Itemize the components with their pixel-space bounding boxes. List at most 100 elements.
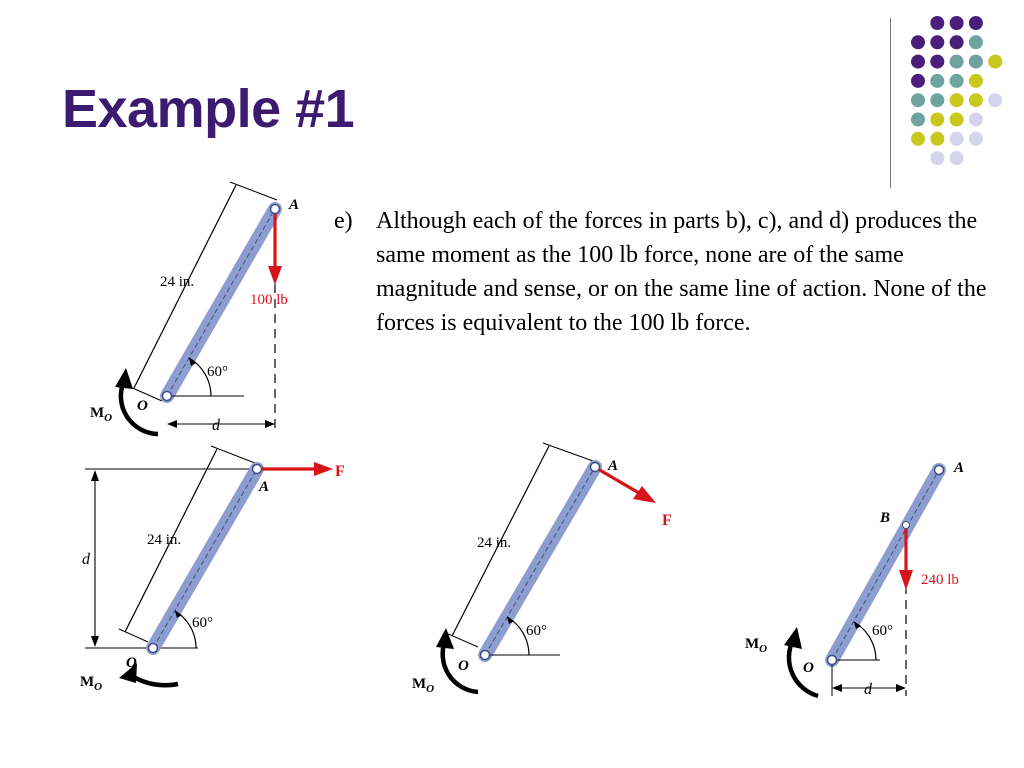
angle-arrowhead [507, 617, 514, 624]
decorative-dot [930, 131, 945, 146]
label-force: 100 lb [250, 292, 288, 308]
moment-arrow [118, 380, 159, 437]
label-point-a: A [953, 460, 964, 476]
pin-o [147, 642, 159, 654]
decorative-dot [968, 112, 983, 127]
force-arrowhead [268, 266, 282, 285]
decorative-dot [949, 54, 964, 69]
dim-line-24in [124, 448, 218, 633]
dim-extension [118, 628, 149, 643]
decorative-dot [949, 16, 964, 30]
decorative-dot [911, 35, 925, 50]
pin-a [933, 464, 945, 476]
label-moment: MO [80, 674, 102, 693]
decorative-dot [949, 35, 964, 50]
decorative-dot [949, 131, 964, 146]
label-point-o: O [137, 398, 148, 414]
label-distance: d [864, 681, 873, 698]
dim-extension [542, 442, 594, 462]
lever-centerline [831, 469, 940, 661]
label-point-a: A [288, 197, 299, 213]
label-point-o: O [803, 660, 814, 676]
lever-centerline [166, 208, 276, 397]
diagram-240lb-force: A B O 240 lb 60° d MO [745, 460, 964, 699]
decorative-dot [911, 73, 925, 88]
pin-a [251, 463, 263, 475]
item-label: e) [334, 208, 353, 234]
label-length: 24 in. [477, 535, 511, 551]
moment-arrowhead [436, 628, 454, 649]
vertical-divider [890, 18, 891, 188]
lever-centerline [484, 466, 596, 656]
decorative-dot [949, 151, 964, 166]
decorative-dot [988, 54, 1003, 69]
label-moment: MO [745, 636, 767, 655]
decorative-dot [949, 112, 964, 127]
decorative-dot [949, 93, 964, 108]
dim-line-24in [451, 445, 550, 637]
diagram-horizontal-force: A O F 24 in. 60° d MO [80, 445, 345, 693]
label-point-o: O [126, 655, 137, 671]
slide-title: Example #1 [62, 79, 355, 139]
decorative-dot [911, 131, 925, 146]
moment-arrowhead [784, 627, 802, 649]
dim-arrowhead [167, 420, 177, 428]
dim-arrowhead [91, 470, 99, 481]
label-point-a: A [607, 458, 618, 474]
dim-arrowhead [265, 420, 275, 428]
angle-arrowhead [189, 358, 196, 366]
decorative-dot-grid [911, 16, 1003, 166]
decorative-dot [930, 112, 945, 127]
angle-arrowhead [175, 611, 182, 618]
point-b-marker [902, 521, 910, 529]
decorative-dot [930, 16, 945, 30]
force-arrowhead [899, 570, 913, 590]
label-length: 24 in. [160, 274, 194, 290]
decorative-dot [930, 151, 945, 166]
pin-o [826, 654, 838, 666]
label-force: F [662, 512, 672, 529]
decorative-dot [968, 93, 983, 108]
decorative-dot [968, 54, 983, 69]
dim-arrowhead [832, 684, 842, 692]
label-distance: d [212, 417, 221, 434]
moment-arrow [786, 639, 819, 699]
dim-extension [229, 181, 278, 201]
item-paragraph: Although each of the forces in parts b),… [376, 208, 987, 336]
label-point-b: B [879, 510, 890, 526]
decorative-dot [911, 54, 925, 69]
label-angle: 60° [192, 615, 213, 631]
label-distance: d [82, 551, 91, 568]
label-angle: 60° [872, 623, 893, 639]
dim-extension [445, 632, 479, 648]
moment-arrowhead [119, 663, 137, 683]
label-force: F [335, 463, 345, 480]
decorative-dot [968, 73, 983, 88]
label-moment: MO [412, 676, 434, 695]
force-arrowhead [633, 486, 656, 503]
label-moment: MO [90, 405, 112, 424]
decorative-dot [911, 112, 925, 127]
label-angle: 60° [526, 623, 547, 639]
decorative-dot [968, 35, 983, 50]
diagram-perpendicular-force: A O F 24 in. 60° MO [412, 442, 672, 695]
lever-centerline [152, 468, 258, 649]
label-force: 240 lb [921, 572, 959, 588]
decorative-dot [911, 93, 925, 108]
diagram-100lb-force: A O 24 in. 60° 100 lb d MO [90, 181, 299, 437]
force-arrow-f [597, 467, 640, 495]
dim-extension [210, 445, 256, 464]
dim-arrowhead [896, 684, 906, 692]
decorative-dot [988, 93, 1003, 108]
pin-a [269, 203, 281, 215]
label-length: 24 in. [147, 532, 181, 548]
dim-arrowhead [91, 636, 99, 647]
dim-extension [127, 385, 163, 402]
decorative-dot [930, 54, 945, 69]
label-point-o: O [458, 658, 469, 674]
decorative-dot [930, 73, 945, 88]
angle-arc [188, 357, 212, 397]
moment-arrow [440, 640, 479, 695]
label-point-a: A [258, 479, 269, 495]
force-arrowhead [314, 462, 333, 476]
